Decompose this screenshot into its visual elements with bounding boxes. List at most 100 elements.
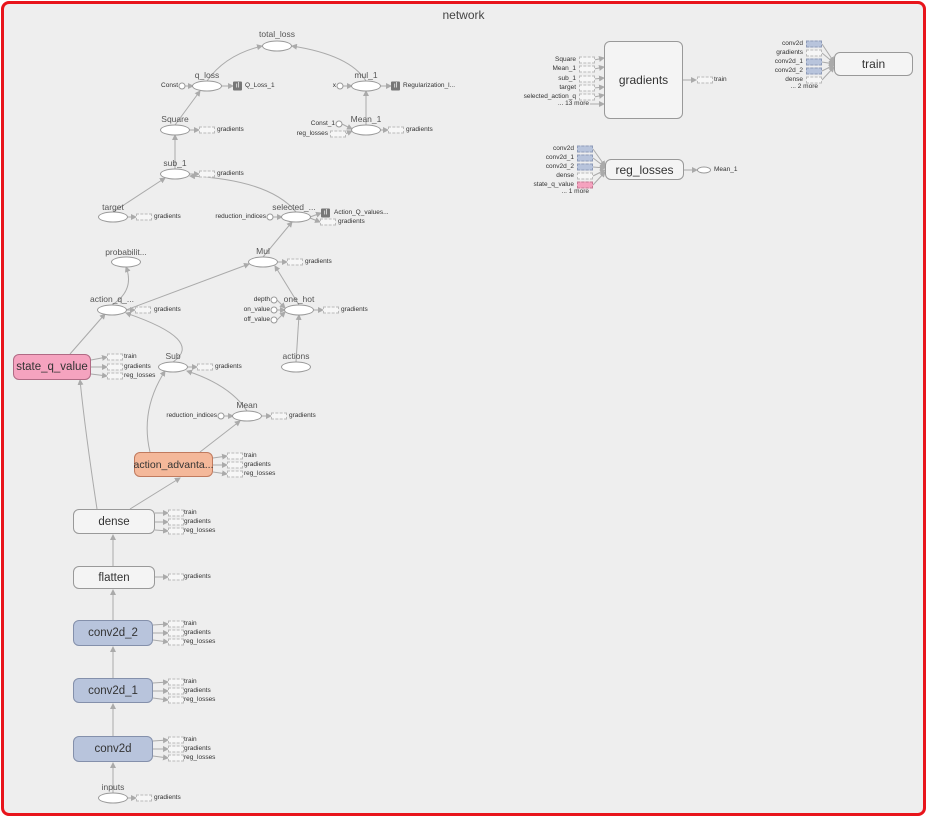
gradients-label: gradients [341, 306, 368, 313]
sub-1-node[interactable] [160, 168, 190, 180]
mul-1-node[interactable] [351, 80, 381, 92]
actions-node[interactable] [281, 361, 311, 373]
reg-losses-more-label[interactable]: ... 1 more [561, 188, 589, 195]
train-output[interactable] [168, 678, 184, 686]
mean-node[interactable] [232, 410, 262, 422]
state-q-value-node[interactable]: state_q_value [13, 354, 91, 380]
train-output[interactable] [107, 353, 123, 361]
action-advantage-node[interactable]: action_advanta... [134, 452, 214, 477]
gradients-output[interactable] [136, 213, 152, 221]
train-input[interactable] [806, 40, 822, 48]
gradients-input[interactable] [579, 93, 595, 101]
reg-losses-input[interactable] [577, 154, 593, 162]
gradients-output[interactable] [271, 412, 287, 420]
gradients-input[interactable] [579, 56, 595, 64]
summary-icon[interactable]: ıl [321, 208, 330, 218]
gradients-input[interactable] [579, 84, 595, 92]
gradients-label: gradients [184, 629, 211, 636]
gradients-output[interactable] [323, 306, 339, 314]
train-output[interactable] [168, 736, 184, 744]
gradients-output[interactable] [168, 518, 184, 526]
gradients-output[interactable] [168, 573, 184, 581]
gradients-output[interactable] [199, 170, 215, 178]
conv2d-2-node[interactable]: conv2d_2 [73, 620, 153, 646]
reg-losses-output[interactable] [168, 754, 184, 762]
gradients-label: gradients [406, 126, 433, 133]
train-label: train [714, 76, 727, 83]
reduction-indices-node[interactable] [266, 213, 274, 221]
reg-losses-input-node[interactable] [330, 130, 346, 138]
train-input[interactable] [806, 58, 822, 66]
depth-node[interactable] [270, 296, 278, 304]
total-loss-node[interactable] [262, 40, 292, 52]
gradients-output[interactable] [136, 794, 152, 802]
train-input-label: conv2d_2 [774, 67, 803, 74]
gradients-output[interactable] [197, 363, 213, 371]
dense-node[interactable]: dense [73, 509, 155, 534]
conv2d-1-node[interactable]: conv2d_1 [73, 678, 153, 703]
inputs-node[interactable] [98, 792, 128, 804]
train-more-label[interactable]: ... 2 more [790, 83, 818, 90]
on-value-node[interactable] [270, 306, 278, 314]
reg-losses-input[interactable] [577, 172, 593, 180]
train-input[interactable] [806, 76, 822, 84]
mean-1-output[interactable] [697, 166, 711, 174]
q-loss-node[interactable] [192, 80, 222, 92]
reg-losses-output[interactable] [227, 470, 243, 478]
gradients-more-label[interactable]: ... 13 more [557, 100, 589, 107]
train-output[interactable] [227, 452, 243, 460]
reg-losses-input[interactable] [577, 145, 593, 153]
const-node[interactable] [178, 82, 186, 90]
gradients-output[interactable] [168, 629, 184, 637]
reg-losses-output[interactable] [168, 527, 184, 535]
one-hot-node[interactable] [284, 304, 314, 316]
gradients-output[interactable] [168, 687, 184, 695]
gradients-input[interactable] [579, 75, 595, 83]
train-group-node[interactable]: train [834, 52, 913, 76]
const-1-node[interactable] [335, 120, 343, 128]
train-input[interactable] [806, 49, 822, 57]
sub-1-label: sub_1 [163, 158, 187, 168]
target-node[interactable] [98, 211, 128, 223]
gradients-output[interactable] [227, 461, 243, 469]
reg-losses-output[interactable] [107, 372, 123, 380]
reg-losses-output[interactable] [168, 638, 184, 646]
summary-icon[interactable]: ıl [233, 81, 242, 91]
train-output[interactable] [168, 509, 184, 517]
action-q-node[interactable] [97, 304, 127, 316]
train-output[interactable] [697, 76, 713, 84]
square-node[interactable] [160, 124, 190, 136]
flatten-node[interactable]: flatten [73, 566, 155, 589]
train-output[interactable] [168, 620, 184, 628]
gradients-output[interactable] [287, 258, 303, 266]
selected-node[interactable] [281, 211, 311, 223]
reduction-indices-node[interactable] [217, 412, 225, 420]
mean-1-node[interactable] [351, 124, 381, 136]
x-node[interactable] [336, 82, 344, 90]
reg-losses-input[interactable] [577, 163, 593, 171]
gradients-output[interactable] [135, 306, 151, 314]
gradients-output[interactable] [168, 745, 184, 753]
gradients-group-node[interactable]: gradients [604, 41, 683, 119]
reduction-indices-label: reduction_indices [215, 213, 266, 220]
gradients-output[interactable] [320, 218, 336, 226]
reg-losses-input-label: reg_losses [296, 130, 328, 137]
total-loss-label: total_loss [259, 29, 295, 39]
reg-losses-output[interactable] [168, 696, 184, 704]
mul-node[interactable] [248, 256, 278, 268]
gradients-input[interactable] [579, 65, 595, 73]
reg-losses-input[interactable] [577, 181, 593, 189]
inputs-label: inputs [101, 782, 125, 792]
reg-losses-group-node[interactable]: reg_losses [605, 159, 684, 180]
probability-node[interactable] [111, 256, 141, 268]
sub-node[interactable] [158, 361, 188, 373]
mean-1-label: Mean_1 [350, 114, 382, 124]
off-value-node[interactable] [270, 316, 278, 324]
gradients-output[interactable] [388, 126, 404, 134]
train-input[interactable] [806, 67, 822, 75]
gradients-output[interactable] [107, 363, 123, 371]
summary-icon[interactable]: ıl [391, 81, 400, 91]
gradients-output[interactable] [199, 126, 215, 134]
conv2d-node[interactable]: conv2d [73, 736, 153, 762]
